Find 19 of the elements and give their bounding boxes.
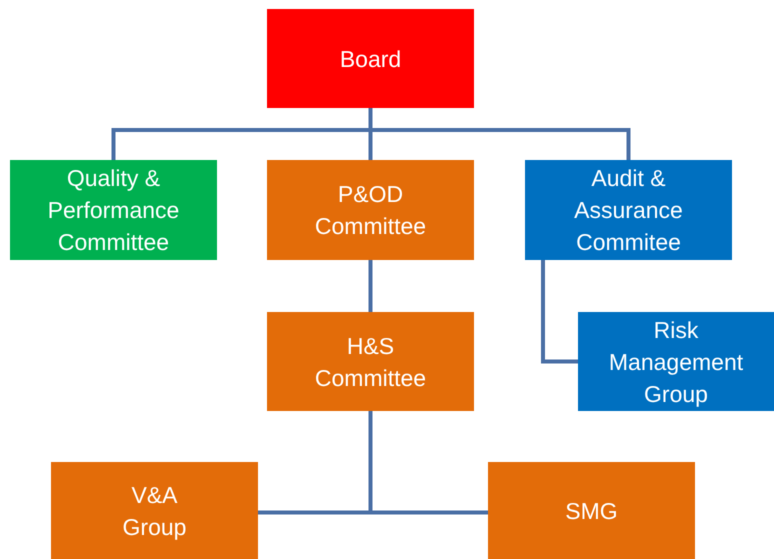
box-label: V&A Group (122, 480, 188, 542)
connector-line (541, 260, 578, 364)
org-box (10, 160, 217, 260)
box-label: Board (340, 44, 402, 74)
box-label: SMG (565, 496, 618, 526)
org-box (267, 312, 474, 411)
box-label: H&S Committee (314, 332, 428, 392)
box-label: Quality & Performance Committee (46, 164, 180, 257)
box-label: P&OD Committee (314, 180, 428, 241)
org-box (267, 9, 474, 108)
connector-line (368, 411, 488, 514)
org-box (578, 312, 774, 411)
org-box (267, 160, 474, 260)
box-label: Audit & Assurance Commitee (573, 164, 684, 257)
org-box (525, 160, 732, 260)
connector-line (368, 260, 372, 312)
box-label: Risk Management Group (608, 316, 744, 409)
org-box (51, 462, 258, 559)
org-box (488, 462, 695, 559)
